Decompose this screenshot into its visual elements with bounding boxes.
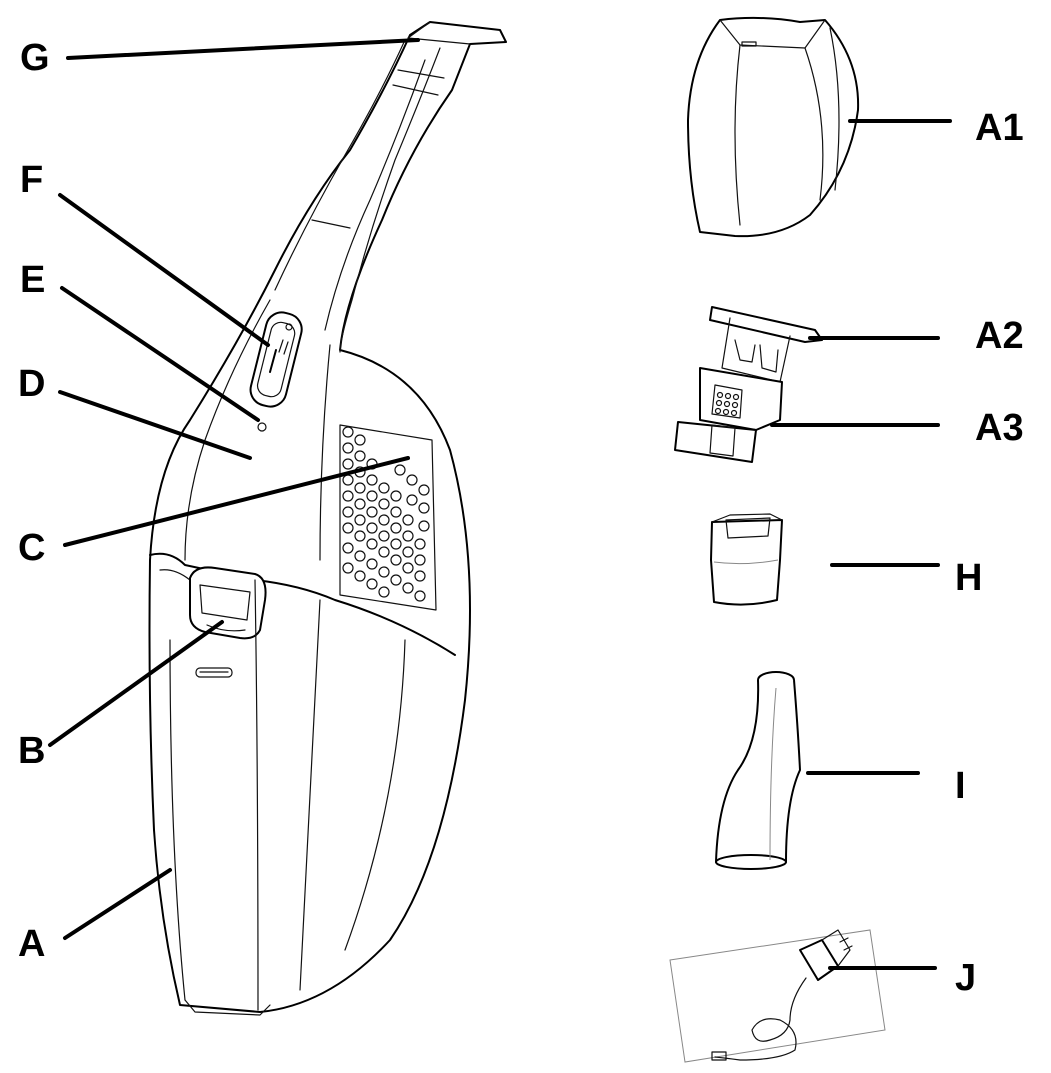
label-e: E	[20, 259, 45, 301]
label-a: A	[18, 923, 45, 965]
label-i: I	[955, 765, 966, 807]
label-f: F	[20, 159, 43, 201]
label-d: D	[18, 363, 45, 405]
label-a2: A2	[975, 315, 1024, 357]
part-j-charger	[669, 929, 886, 1063]
label-a3: A3	[975, 407, 1024, 449]
label-c: C	[18, 527, 45, 569]
vent-grille	[339, 424, 437, 611]
label-b: B	[18, 730, 45, 772]
vacuum-body	[148, 21, 507, 1016]
label-j: J	[955, 957, 976, 999]
label-h: H	[955, 557, 982, 599]
part-a2-a3-filter-holder	[674, 306, 823, 463]
part-i-crevice-nozzle	[715, 671, 801, 870]
part-h-filter	[710, 513, 783, 606]
part-a1-dust-container	[687, 16, 860, 238]
label-a1: A1	[975, 107, 1024, 149]
label-g: G	[20, 37, 50, 79]
